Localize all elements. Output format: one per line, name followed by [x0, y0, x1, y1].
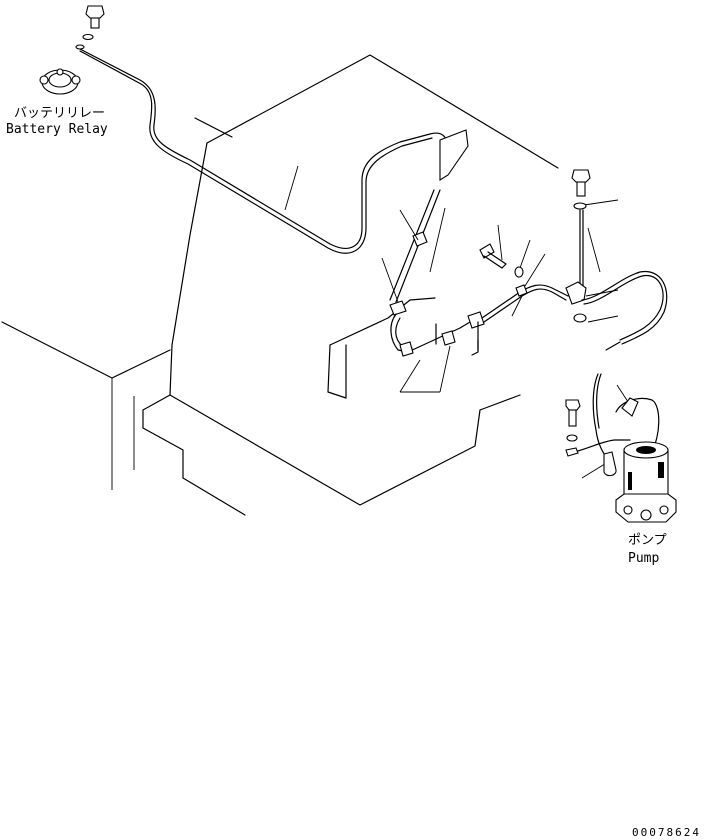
pump-bolt: [565, 399, 581, 442]
pump-cable: [565, 270, 668, 477]
battery-cable: [77, 47, 569, 357]
battery-relay-label-jp: バッテリリレー: [14, 106, 105, 121]
center-bolt: [479, 243, 524, 278]
relay-bolt: [75, 5, 105, 50]
pump-icon: [615, 441, 677, 523]
battery-relay-icon: [39, 68, 81, 95]
pump-label-en: Pump: [628, 551, 659, 566]
battery-relay-label-en: Battery Relay: [6, 122, 108, 137]
drawing-number: 00078624: [632, 826, 701, 839]
pump-label-jp: ポンプ: [628, 533, 667, 548]
right-bolt-assembly: [565, 169, 591, 323]
